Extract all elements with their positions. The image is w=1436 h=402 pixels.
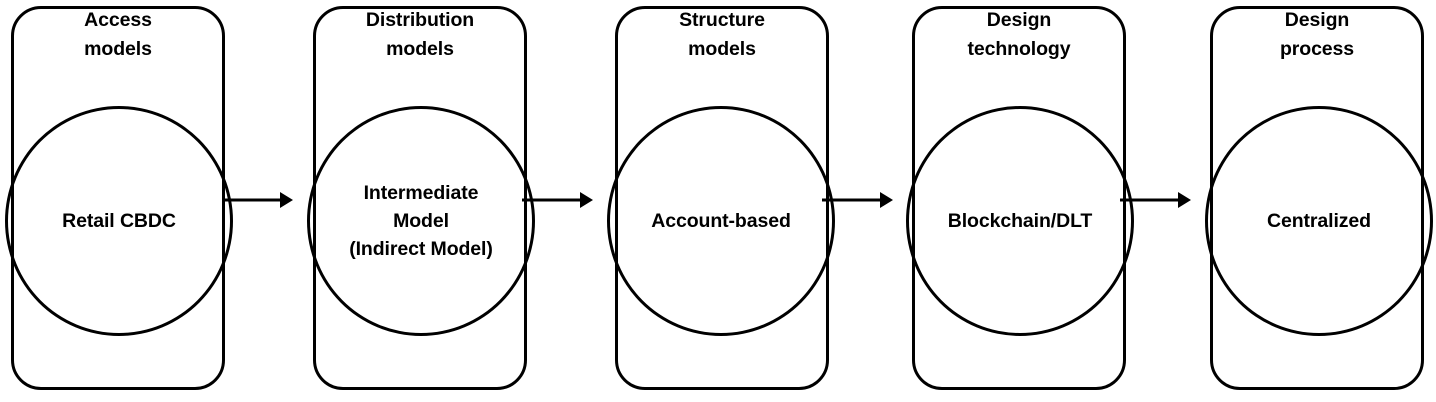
stage-heading-structure-models: Structure models <box>679 9 765 60</box>
stage-circle-design-process <box>1205 106 1433 336</box>
arrow-right-icon <box>1120 192 1191 208</box>
arrow-right-icon <box>522 192 593 208</box>
arrow-right-icon <box>822 192 893 208</box>
stage-heading-distribution-models: Distribution models <box>365 9 475 60</box>
connector-arrow-3 <box>822 186 894 214</box>
stage-circle-access-models <box>5 106 233 336</box>
stage-circle-design-technology <box>906 106 1134 336</box>
connector-arrow-1 <box>222 186 294 214</box>
arrow-right-icon <box>222 192 293 208</box>
connector-arrow-2 <box>522 186 594 214</box>
stage-circle-structure-models <box>607 106 835 336</box>
stage-heading-design-technology: Design technology <box>967 9 1071 60</box>
connector-arrow-4 <box>1120 186 1192 214</box>
stage-heading-access-models: Access models <box>84 9 152 60</box>
stage-circle-distribution-models <box>307 106 535 336</box>
stage-heading-design-process: Design process <box>1279 9 1355 60</box>
